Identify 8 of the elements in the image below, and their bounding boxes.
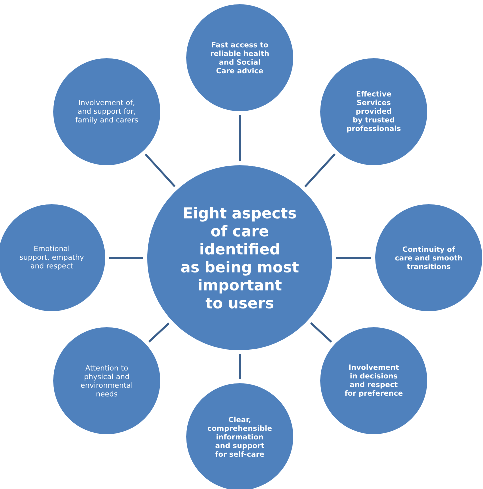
connector-line (239, 354, 241, 380)
connector-line (110, 257, 144, 259)
connector-line (144, 154, 176, 188)
connector-line (148, 322, 170, 343)
connector-line (310, 322, 332, 343)
connector-line (304, 154, 336, 188)
connector-line (336, 257, 372, 259)
connector-line (239, 116, 241, 162)
